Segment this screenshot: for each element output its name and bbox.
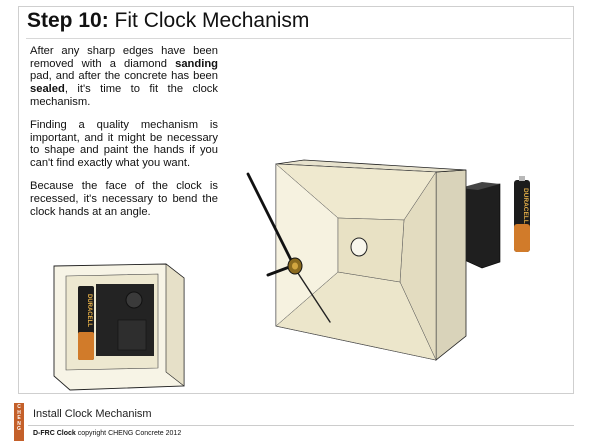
paragraph-1: After any sharp edges have been removed … bbox=[30, 45, 218, 109]
brand-letter: N bbox=[17, 420, 21, 427]
title-divider bbox=[26, 38, 571, 39]
thumb-battery-icon: DURACELL bbox=[78, 286, 94, 360]
battery-label: DURACELL bbox=[522, 188, 529, 224]
slide-frame bbox=[18, 6, 574, 394]
brand-letter: G bbox=[17, 426, 21, 433]
paragraph-1-text-c: , it's time to fit the clock mechanism. bbox=[30, 83, 218, 108]
footer-copyright-text: copyright CHENG Concrete 2012 bbox=[75, 430, 182, 437]
concrete-side bbox=[435, 169, 467, 361]
mechanism-box-top bbox=[460, 182, 500, 190]
brand-letter: H bbox=[17, 409, 21, 416]
footer-copyright: D-FRC Clock copyright CHENG Concrete 201… bbox=[33, 430, 181, 437]
thumb-side bbox=[165, 263, 185, 387]
minute-hand bbox=[246, 172, 294, 264]
clock-hands bbox=[246, 172, 331, 323]
paragraph-1-text-b: pad, and after the concrete has been bbox=[30, 70, 218, 83]
slide-title: Step 10: Fit Clock Mechanism bbox=[27, 9, 309, 33]
battery-icon: DURACELL bbox=[514, 176, 530, 252]
footer-product-name: D-FRC Clock bbox=[33, 430, 76, 437]
second-hand bbox=[291, 263, 331, 323]
paragraph-1-bold-sanding: sanding bbox=[175, 57, 218, 70]
paragraph-1-bold-sealed: sealed bbox=[30, 83, 65, 96]
paragraph-2: Finding a quality mechanism is important… bbox=[30, 119, 218, 170]
thumb-battery-label: DURACELL bbox=[86, 294, 92, 327]
hand-hub-cap bbox=[292, 262, 298, 270]
center-hole bbox=[350, 237, 368, 257]
instructions-text: After any sharp edges have been removed … bbox=[30, 45, 218, 229]
title-text: Fit Clock Mechanism bbox=[108, 9, 310, 32]
brand-letter: C bbox=[17, 404, 21, 410]
paragraph-1-text-a: After any sharp edges have been removed … bbox=[30, 45, 218, 70]
thumb-mechanism-panel bbox=[117, 319, 147, 351]
brand-bar bbox=[14, 403, 24, 441]
clock-illustration: DURACELL bbox=[246, 159, 530, 361]
footer-divider bbox=[28, 425, 574, 426]
brand-vertical-text: C H E N G bbox=[15, 404, 23, 433]
paragraph-3: Because the face of the clock is recesse… bbox=[30, 180, 218, 218]
clock-back-thumbnail: DURACELL bbox=[53, 263, 185, 391]
title-step: Step 10: bbox=[27, 9, 109, 32]
brand-letter: E bbox=[17, 415, 21, 422]
footer-section-label: Install Clock Mechanism bbox=[33, 408, 152, 420]
thumb-dial bbox=[125, 291, 143, 309]
recess-floor bbox=[337, 217, 405, 283]
